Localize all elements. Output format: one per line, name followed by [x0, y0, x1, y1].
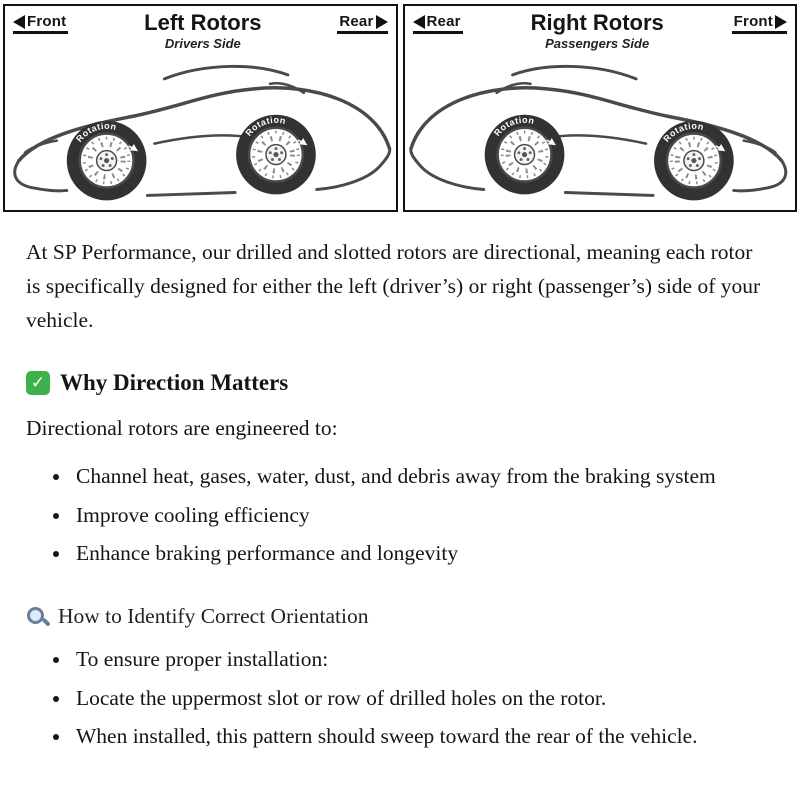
- heading-text: Why Direction Matters: [60, 370, 289, 396]
- right-arrow-icon: [375, 14, 388, 29]
- right-panel-header: Rear Right Rotors Passengers Side Front: [405, 6, 796, 51]
- section-heading-identify-orientation: How to Identify Correct Orientation: [26, 604, 774, 629]
- car-body: [15, 66, 390, 200]
- panel-subtitle: Passengers Side: [545, 36, 650, 52]
- rear-direction: Rear: [337, 13, 388, 34]
- left-arrow-icon: [13, 14, 25, 29]
- heading-text: How to Identify Correct Orientation: [58, 604, 369, 629]
- direction-label: Front: [733, 13, 773, 30]
- direction-label: Rear: [339, 13, 374, 30]
- list-item: Enhance braking performance and longevit…: [72, 537, 756, 570]
- list-item: Locate the uppermost slot or row of dril…: [72, 682, 756, 715]
- rotation-arrow: [715, 144, 725, 152]
- direction-label: Front: [27, 13, 67, 30]
- list-item: When installed, this pattern should swee…: [72, 720, 756, 753]
- left-arrow-icon: [412, 14, 425, 29]
- front-direction: Front: [731, 13, 787, 34]
- benefits-list: Channel heat, gases, water, dust, and de…: [26, 460, 756, 570]
- rear-direction: Rear: [412, 13, 463, 34]
- rotation-arrow: [545, 138, 556, 146]
- lead-paragraph: Directional rotors are engineered to:: [26, 416, 338, 441]
- panel-title-block: Right Rotors Passengers Side: [463, 11, 732, 51]
- list-item: Improve cooling efficiency: [72, 499, 756, 532]
- panel-title: Right Rotors: [530, 10, 664, 35]
- panel-title-block: Left Rotors Drivers Side: [68, 11, 337, 51]
- panel-subtitle: Drivers Side: [164, 36, 241, 52]
- car-body-mirrored: [410, 66, 785, 200]
- right-car-illustration: Rotation Rotation: [405, 49, 796, 210]
- left-rotors-panel: Front Left Rotors Drivers Side Rear: [3, 4, 398, 213]
- section-heading-why-direction-matters: ✓ Why Direction Matters: [26, 370, 774, 396]
- check-icon: ✓: [26, 371, 50, 396]
- list-item: To ensure proper installation:: [72, 643, 756, 676]
- magnifier-icon: [26, 606, 48, 628]
- left-car-illustration: Rotation Rotation: [5, 49, 396, 210]
- intro-paragraph: At SP Performance, our drilled and slott…: [26, 240, 761, 333]
- front-direction: Front: [13, 13, 69, 34]
- left-panel-header: Front Left Rotors Drivers Side Rear: [5, 6, 396, 51]
- rotation-arrow: [297, 138, 308, 146]
- right-arrow-icon: [775, 14, 787, 29]
- orientation-list: To ensure proper installation: Locate th…: [26, 643, 756, 753]
- right-rotors-panel: Rear Right Rotors Passengers Side Front: [402, 4, 797, 213]
- direction-label: Rear: [426, 13, 461, 30]
- article-body: At SP Performance, our drilled and slott…: [0, 214, 800, 792]
- rotor-diagrams: Front Left Rotors Drivers Side Rear: [0, 0, 800, 214]
- check-glyph: ✓: [30, 373, 46, 394]
- rotation-arrow: [128, 144, 138, 152]
- list-item: Channel heat, gases, water, dust, and de…: [72, 460, 756, 493]
- panel-title: Left Rotors: [144, 10, 262, 35]
